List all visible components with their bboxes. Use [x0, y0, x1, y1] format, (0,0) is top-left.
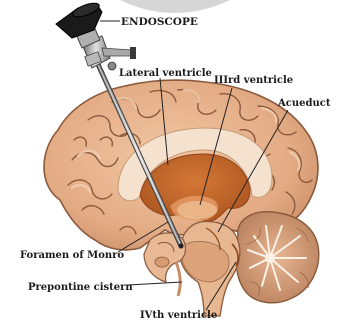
thalamus [177, 201, 217, 219]
label-acueduct: Acueduct [277, 98, 331, 109]
label-foramen-of-monro: Foramen of Monro [20, 250, 124, 261]
top-cropped-arc [120, 0, 230, 13]
leader-prepontine-cistern [128, 282, 182, 285]
brainstem [180, 222, 240, 316]
label-third-ventricle: IIIrd ventricle [214, 75, 293, 86]
label-lateral-ventricle: Lateral ventricle [119, 68, 212, 79]
label-prepontine-cistern: Prepontine cistern [28, 282, 133, 293]
cerebellum [236, 212, 319, 303]
pituitary [155, 257, 169, 267]
label-fourth-ventricle: IVth ventricle [140, 310, 217, 321]
prepontine-cistern-shape [176, 262, 180, 296]
label-endoscope: ENDOSCOPE [121, 16, 198, 28]
